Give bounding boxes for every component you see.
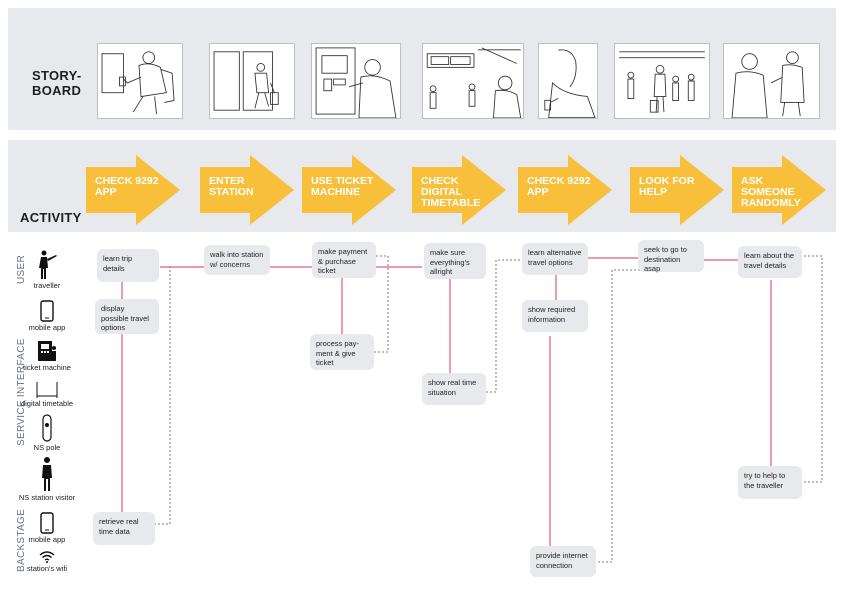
activity-step-label: USE TICKET MACHINE bbox=[311, 175, 374, 198]
mobile-phone-icon bbox=[40, 512, 54, 534]
dotted-line bbox=[594, 269, 640, 563]
storyboard-label-text: STORY- BOARD bbox=[32, 68, 82, 98]
box-text: try to help to the traveller bbox=[744, 471, 786, 490]
activity-step-2: ENTER STATION bbox=[200, 155, 296, 225]
activity-step-6: LOOK FOR HELP bbox=[630, 155, 726, 225]
activity-arrow-shape bbox=[732, 155, 826, 225]
storyboard-frame-4 bbox=[422, 43, 524, 119]
activity-arrow-shape bbox=[630, 155, 724, 225]
activity-step-1: CHECK 9292 APP bbox=[86, 155, 182, 225]
blueprint-box-provide-internet-connection: provide internet connection bbox=[530, 546, 596, 577]
box-text: make payment & purchase ticket bbox=[318, 247, 368, 275]
blueprint-box-retrieve-real-time-data: retrieve real time data bbox=[93, 512, 155, 545]
activity-arrow-shape bbox=[518, 155, 612, 225]
actor-ns-pole: NS pole bbox=[12, 414, 82, 452]
box-text: show required information bbox=[528, 305, 576, 324]
actor-label: traveller bbox=[33, 281, 61, 290]
activity-arrow-shape bbox=[302, 155, 396, 225]
mobile-phone-icon bbox=[40, 300, 54, 322]
activity-step-4: CHECK DIGITAL TIMETABLE bbox=[412, 155, 508, 225]
box-text: provide internet connection bbox=[536, 551, 588, 570]
actor-station-wifi: station's wifi bbox=[12, 550, 82, 573]
blueprint-box-show-required-information: show required information bbox=[522, 300, 588, 332]
actor-label: ticket machine bbox=[23, 363, 71, 372]
blueprint-box-learn-travel-details: learn about the travel details bbox=[738, 246, 802, 278]
actor-ticket-machine: ticket machine bbox=[12, 340, 82, 372]
ticket-machine-icon bbox=[38, 341, 56, 361]
activity-step-label: LOOK FOR HELP bbox=[639, 175, 695, 198]
actor-mobile-app-backstage: mobile app bbox=[12, 512, 82, 544]
actor-digital-timetable: digital timetable bbox=[12, 382, 82, 408]
activity-step-label: ASK SOMEONE RANDOMLY bbox=[741, 175, 801, 209]
blueprint-box-try-to-help: try to help to the traveller bbox=[738, 466, 802, 499]
blueprint-box-process-payment: process pay-ment & give ticket bbox=[310, 334, 374, 370]
storyboard-frame-5 bbox=[538, 43, 598, 119]
storyboard-frame-1 bbox=[97, 43, 183, 119]
actor-ns-station-visitor: NS station visitor bbox=[12, 456, 82, 502]
box-text: seek to go to destination asap bbox=[644, 245, 687, 273]
blueprint-box-learn-trip-details: learn trip details bbox=[97, 249, 159, 282]
traveller-icon bbox=[39, 250, 57, 279]
box-text: display possible travel options bbox=[101, 304, 149, 332]
dotted-line bbox=[486, 259, 524, 393]
storyboard-frame-3 bbox=[311, 43, 401, 119]
activity-step-label: ENTER STATION bbox=[209, 175, 254, 198]
activity-step-label: CHECK 9292 APP bbox=[95, 175, 159, 198]
box-text: learn about the travel details bbox=[744, 251, 795, 270]
actor-label: station's wifi bbox=[26, 564, 68, 573]
station-visitor-icon bbox=[42, 457, 52, 491]
actor-label: NS station visitor bbox=[18, 493, 76, 502]
box-text: learn trip details bbox=[103, 254, 133, 273]
blueprint-box-show-real-time-situation: show real time situation bbox=[422, 373, 486, 405]
box-text: process pay-ment & give ticket bbox=[316, 339, 359, 367]
box-text: show real time situation bbox=[428, 378, 477, 397]
activity-label: ACTIVITY bbox=[20, 210, 82, 225]
storyboard-label: STORY- BOARD bbox=[32, 68, 82, 98]
blueprint-box-make-payment: make payment & purchase ticket bbox=[312, 242, 376, 278]
dotted-line bbox=[800, 255, 823, 483]
blueprint-box-walk-into-station: walk into station w/ concerns bbox=[204, 245, 270, 275]
storyboard-frame-2 bbox=[209, 43, 295, 119]
actor-label: NS pole bbox=[33, 443, 61, 452]
storyboard-frame-7 bbox=[723, 43, 820, 119]
actor-label: digital timetable bbox=[20, 399, 74, 408]
activity-step-label: CHECK DIGITAL TIMETABLE bbox=[421, 175, 481, 209]
box-text: walk into station w/ concerns bbox=[210, 250, 264, 269]
activity-step-3: USE TICKET MACHINE bbox=[302, 155, 398, 225]
actor-traveller: traveller bbox=[12, 250, 82, 290]
wifi-icon bbox=[39, 551, 55, 563]
box-text: retrieve real time data bbox=[99, 517, 139, 536]
activity-step-5: CHECK 9292 APP bbox=[518, 155, 614, 225]
digital-timetable-icon bbox=[36, 382, 58, 398]
blueprint-box-display-travel-options: display possible travel options bbox=[95, 299, 159, 334]
blueprint-box-make-sure-allright: make sure everything's allright bbox=[424, 243, 486, 279]
box-text: learn alternative travel options bbox=[528, 248, 582, 267]
activity-arrow-shape bbox=[412, 155, 506, 225]
actor-mobile-app: mobile app bbox=[12, 300, 82, 332]
activity-step-label: CHECK 9292 APP bbox=[527, 175, 591, 198]
blueprint-box-seek-destination: seek to go to destination asap bbox=[638, 240, 704, 273]
dotted-line bbox=[374, 255, 389, 353]
actor-label: mobile app bbox=[28, 323, 66, 332]
activity-step-7: ASK SOMEONE RANDOMLY bbox=[732, 155, 828, 225]
actor-label: mobile app bbox=[28, 535, 66, 544]
activity-arrow-shape bbox=[86, 155, 180, 225]
blueprint-box-learn-alternative-options: learn alternative travel options bbox=[522, 243, 588, 275]
storyboard-frame-6 bbox=[614, 43, 710, 119]
activity-arrow-shape bbox=[200, 155, 294, 225]
ns-pole-icon bbox=[42, 414, 52, 442]
box-text: make sure everything's allright bbox=[430, 248, 470, 276]
